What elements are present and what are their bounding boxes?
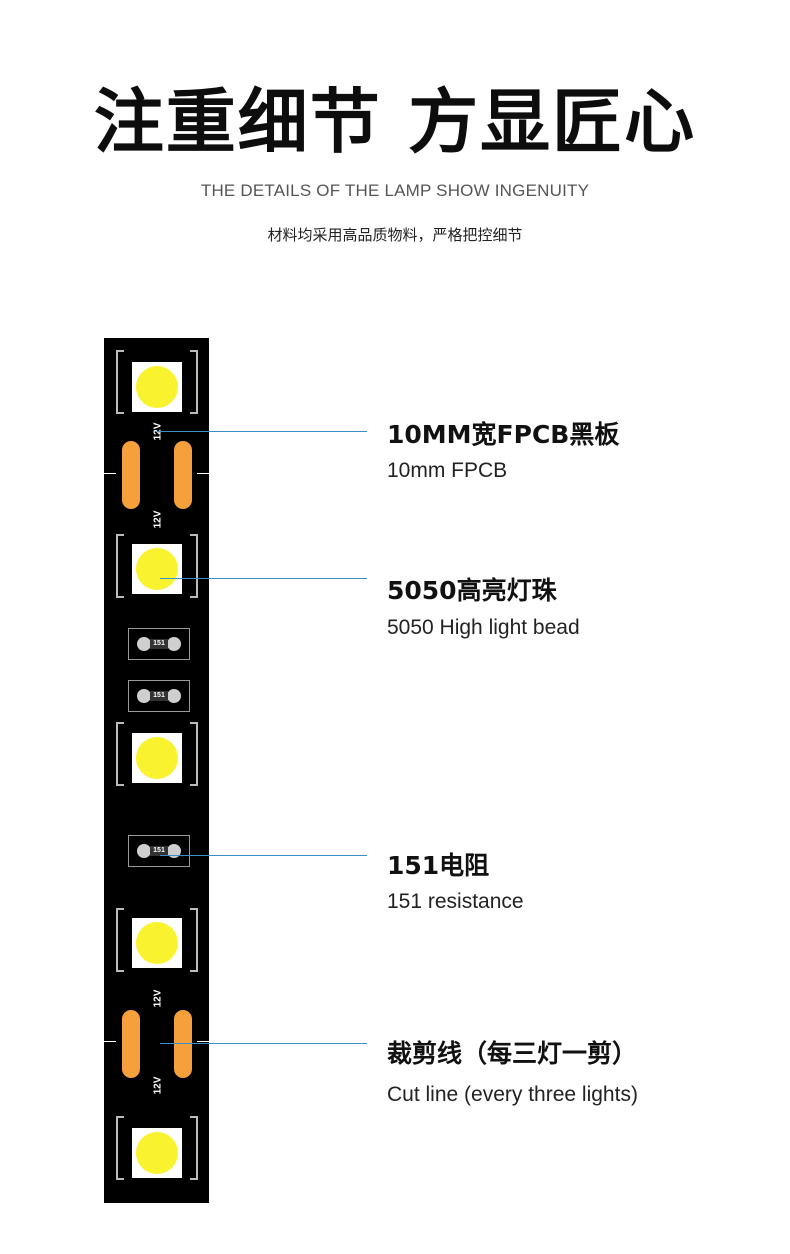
callout-cut-en: Cut line (every three lights) xyxy=(387,1083,638,1106)
resistor: 151 xyxy=(128,835,190,867)
voltage-label: 12V xyxy=(152,510,164,529)
resistor: 151 xyxy=(128,628,190,660)
led-frame-right xyxy=(190,534,198,598)
subtitle-chinese: 材料均采用高品质物料，严格把控细节 xyxy=(267,226,523,244)
cut-mark xyxy=(197,1041,209,1042)
led-frame-right xyxy=(190,722,198,786)
led-strip: 12V 12V 151 151 151 12V 12V xyxy=(104,338,209,1203)
callout-fpcb-en: 10mm FPCB xyxy=(387,459,508,482)
resistor-contact xyxy=(137,844,151,858)
voltage-label: 12V xyxy=(152,1076,164,1095)
led-frame-left xyxy=(116,908,124,972)
leader-line-fpcb xyxy=(157,431,367,432)
resistor-code: 151 xyxy=(150,639,168,649)
led-chip xyxy=(132,544,182,594)
leader-line-resistor xyxy=(160,855,367,856)
leader-line-cut xyxy=(160,1043,367,1044)
solder-pad xyxy=(174,441,192,509)
callout-resistor-cn: 151电阻 xyxy=(387,851,490,880)
solder-pad xyxy=(122,441,140,509)
led-frame-left xyxy=(116,350,124,414)
solder-pad xyxy=(174,1010,192,1078)
led-chip xyxy=(132,918,182,968)
resistor-contact xyxy=(167,637,181,651)
led-frame-right xyxy=(190,350,198,414)
led-chip xyxy=(132,1128,182,1178)
cut-mark xyxy=(104,1041,116,1042)
resistor-contact xyxy=(137,637,151,651)
resistor-code: 151 xyxy=(150,846,168,856)
solder-pad xyxy=(122,1010,140,1078)
resistor-contact xyxy=(167,844,181,858)
led-frame-left xyxy=(116,722,124,786)
resistor-contact xyxy=(137,689,151,703)
led-frame-right xyxy=(190,908,198,972)
resistor-contact xyxy=(167,689,181,703)
subtitle-english: THE DETAILS OF THE LAMP SHOW INGENUITY xyxy=(200,181,590,200)
callout-cut-cn: 裁剪线（每三灯一剪） xyxy=(387,1039,638,1068)
cut-mark xyxy=(104,473,116,474)
resistor: 151 xyxy=(128,680,190,712)
leader-line-led xyxy=(160,578,367,579)
led-chip xyxy=(132,362,182,412)
led-frame-right xyxy=(190,1116,198,1180)
callout-resistor-en: 151 resistance xyxy=(387,890,524,913)
resistor-code: 151 xyxy=(150,691,168,701)
callout-led-cn: 5050高亮灯珠 xyxy=(387,576,557,605)
voltage-label: 12V xyxy=(152,989,164,1008)
led-frame-left xyxy=(116,534,124,598)
led-frame-left xyxy=(116,1116,124,1180)
callout-led-en: 5050 High light bead xyxy=(387,616,580,639)
page-title: 注重细节 方显匠心 xyxy=(93,81,697,163)
led-chip xyxy=(132,733,182,783)
callout-fpcb-cn: 10MM宽FPCB黑板 xyxy=(387,420,620,449)
cut-mark xyxy=(197,473,209,474)
